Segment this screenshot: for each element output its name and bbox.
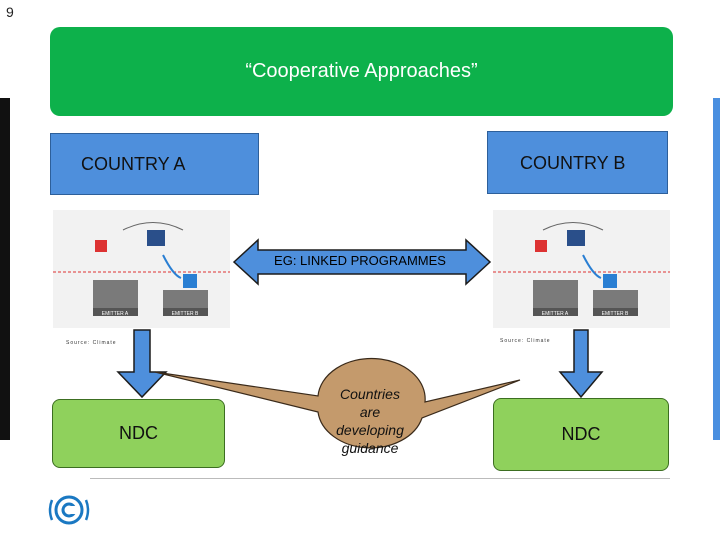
emitter-b-label: EMITTER B — [172, 311, 199, 317]
ndc-b-label: NDC — [561, 424, 601, 444]
source-caption-b: Source: Climate — [500, 338, 551, 344]
emissions-illustration-a: EMITTER A EMITTER B — [53, 210, 230, 328]
title-banner — [50, 27, 673, 116]
down-arrow-right — [558, 329, 604, 399]
emissions-illustration-b: EMITTER A EMITTER B — [493, 210, 670, 328]
country-a-box: COUNTRY A — [50, 133, 259, 195]
footer-rule — [90, 478, 670, 479]
guidance-bubble-text: Countries are developing guidance — [320, 385, 420, 457]
guidance-callout — [154, 357, 521, 449]
ndc-box-b: NDC — [493, 398, 669, 471]
left-edge-bar — [0, 98, 10, 440]
bubble-line: developing — [336, 422, 404, 438]
bubble-line: guidance — [341, 440, 399, 456]
right-edge-bar — [713, 98, 720, 440]
linked-programmes-label: EG: LINKED PROGRAMMES — [274, 253, 446, 268]
double-headed-arrow — [232, 238, 492, 286]
source-caption-a: Source: Climate — [66, 340, 117, 346]
emissions-illustration-a-svg: EMITTER A EMITTER B — [53, 222, 230, 317]
page-number: 9 — [6, 4, 14, 20]
emitter-a-label: EMITTER A — [542, 311, 569, 317]
banner-title: “Cooperative Approaches” — [245, 60, 478, 82]
bubble-line: are — [359, 404, 381, 420]
emissions-illustration-b-svg: EMITTER A EMITTER B — [493, 222, 670, 317]
country-b-box: COUNTRY B — [487, 131, 668, 194]
emitter-b-label: EMITTER B — [602, 311, 629, 317]
ndc-box-a: NDC — [52, 399, 225, 468]
down-arrow-left — [116, 329, 168, 399]
bubble-line: Countries — [340, 386, 400, 402]
emitter-a-label: EMITTER A — [102, 311, 129, 317]
country-b-label: COUNTRY B — [520, 153, 626, 173]
ndc-a-label: NDC — [119, 423, 158, 443]
country-a-label: COUNTRY A — [81, 154, 186, 174]
unfccc-logo-icon — [48, 495, 90, 525]
